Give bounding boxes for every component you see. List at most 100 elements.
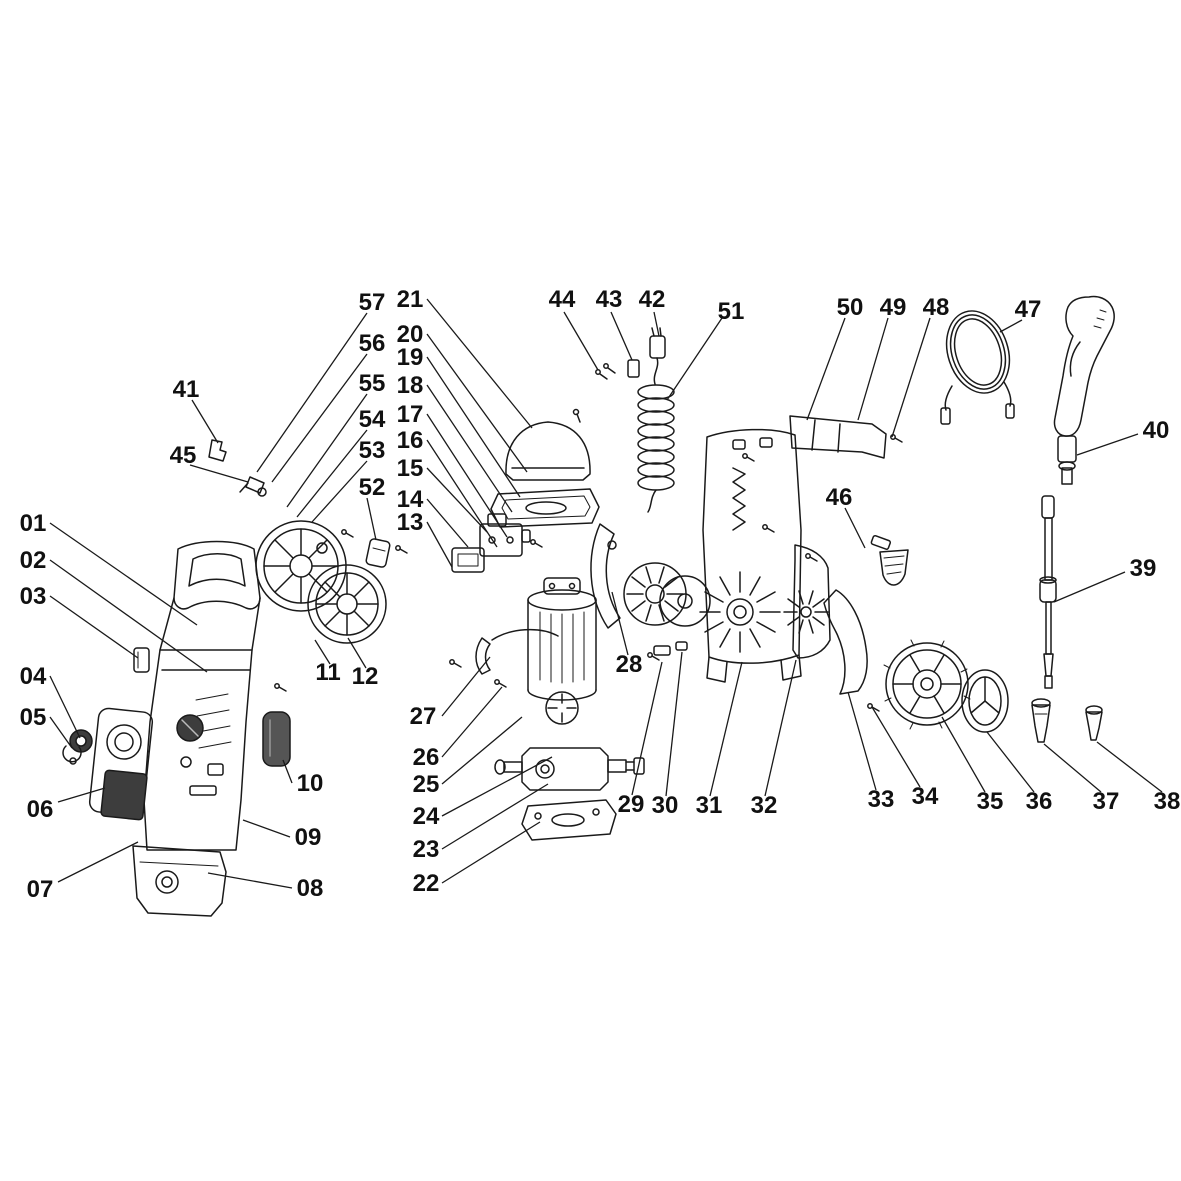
leader-27 <box>441 656 491 717</box>
callout-labels: 01 02 03 04 05 06 07 08 09 10 11 12 13 1… <box>20 286 1181 903</box>
leader-34 <box>871 706 921 788</box>
leader-39 <box>1053 571 1126 603</box>
screws <box>274 363 903 712</box>
callout-37: 37 <box>1093 788 1120 815</box>
callout-39: 39 <box>1130 555 1157 582</box>
callout-52: 52 <box>359 474 386 501</box>
leader-26 <box>441 686 503 758</box>
leader-31 <box>709 661 743 797</box>
callout-19: 19 <box>397 344 424 371</box>
callout-50: 50 <box>837 294 864 321</box>
part-spray-gun <box>1053 295 1115 485</box>
leader-55 <box>286 393 368 508</box>
leader-21 <box>426 298 533 429</box>
leader-47 <box>999 319 1023 333</box>
leader-35 <box>941 716 986 793</box>
part-nozzle-b <box>1085 705 1103 741</box>
leader-28 <box>611 591 629 656</box>
callout-53: 53 <box>359 437 386 464</box>
callout-38: 38 <box>1154 788 1181 815</box>
leader-23 <box>441 783 549 850</box>
callout-42: 42 <box>639 286 666 313</box>
leader-48 <box>891 317 931 438</box>
leader-40 <box>1076 433 1139 456</box>
leader-51 <box>666 317 723 401</box>
leader-24 <box>441 756 553 817</box>
leader-22 <box>441 821 541 884</box>
callout-10: 10 <box>297 770 324 797</box>
leader-42 <box>653 311 660 337</box>
leader-37 <box>1043 743 1102 793</box>
part-reel-wheel-b <box>307 542 387 644</box>
leader-53 <box>311 460 368 523</box>
part-power-cable <box>627 327 675 513</box>
part-bracket-41 <box>208 439 227 462</box>
leader-54 <box>296 429 368 518</box>
callout-33: 33 <box>868 786 895 813</box>
callout-35: 35 <box>977 788 1004 815</box>
part-crank-handle <box>239 476 267 497</box>
part-wheel-cap <box>961 669 1009 733</box>
leader-lines <box>49 298 1163 889</box>
callout-14: 14 <box>397 486 424 513</box>
callout-13: 13 <box>397 509 424 536</box>
callout-46: 46 <box>826 484 853 511</box>
callout-25: 25 <box>413 771 440 798</box>
leader-04 <box>49 675 81 739</box>
callout-32: 32 <box>751 792 778 819</box>
callout-04: 04 <box>20 663 47 690</box>
part-clip <box>133 647 150 673</box>
callout-55: 55 <box>359 370 386 397</box>
part-main-housing <box>143 540 261 851</box>
leader-02 <box>49 559 208 673</box>
leader-03 <box>49 595 139 659</box>
callout-30: 30 <box>652 792 679 819</box>
leader-14 <box>426 498 469 548</box>
leader-09 <box>242 819 291 838</box>
leader-06 <box>57 787 106 803</box>
callout-17: 17 <box>397 401 424 428</box>
part-latch-52 <box>365 538 391 568</box>
leader-49 <box>857 317 889 421</box>
leader-19 <box>426 356 521 498</box>
leader-50 <box>806 317 846 421</box>
callout-11: 11 <box>315 659 340 686</box>
callout-45: 45 <box>170 442 197 469</box>
callout-03: 03 <box>20 583 47 610</box>
callout-27: 27 <box>410 703 437 730</box>
leader-16 <box>426 439 498 548</box>
callout-07: 07 <box>27 876 54 903</box>
part-lance <box>1039 495 1057 689</box>
callout-15: 15 <box>397 455 424 482</box>
leader-08 <box>207 872 293 889</box>
callout-51: 51 <box>718 298 745 325</box>
callout-41: 41 <box>173 376 200 403</box>
leader-33 <box>847 691 877 791</box>
part-motor-cover <box>505 408 591 481</box>
callout-01: 01 <box>20 510 47 537</box>
leader-32 <box>764 659 797 797</box>
part-hose-coil <box>940 310 1015 425</box>
part-switch-box <box>451 513 531 573</box>
callout-18: 18 <box>397 372 424 399</box>
callout-02: 02 <box>20 547 47 574</box>
leader-07 <box>57 841 139 883</box>
callout-06: 06 <box>27 796 54 823</box>
callout-12: 12 <box>352 663 379 690</box>
callout-05: 05 <box>20 704 47 731</box>
callout-26: 26 <box>413 744 440 771</box>
part-motor-pump <box>475 577 645 791</box>
callout-40: 40 <box>1143 417 1170 444</box>
leader-12 <box>347 637 367 669</box>
part-base-plate <box>521 799 617 841</box>
part-water-filter <box>870 534 909 586</box>
leader-44 <box>563 311 599 371</box>
callout-22: 22 <box>413 870 440 897</box>
callout-08: 08 <box>297 875 324 902</box>
callout-34: 34 <box>912 783 939 810</box>
parts-artwork <box>62 295 1115 917</box>
part-gasket-plate <box>490 488 600 528</box>
leader-57 <box>256 312 368 473</box>
callout-21: 21 <box>397 286 424 313</box>
